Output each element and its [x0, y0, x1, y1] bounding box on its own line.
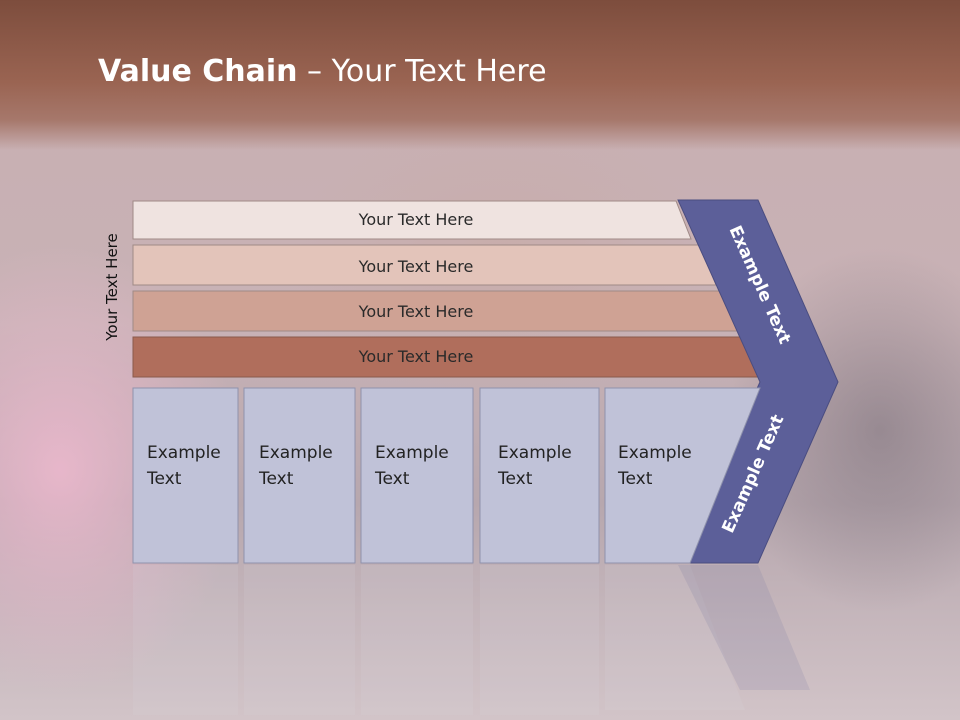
- activity-4-line1: Example: [498, 443, 572, 463]
- margin-chevron: [677, 199, 839, 564]
- reflection-box-3: [361, 565, 473, 715]
- activity-box-1: [132, 387, 239, 564]
- slide-title: Value Chain – Your Text Here: [98, 54, 547, 89]
- reflection-box-2: [244, 565, 355, 715]
- activity-1-line2: Text: [146, 469, 182, 489]
- title-bar: [0, 0, 960, 150]
- activity-1-line1: Example: [147, 443, 221, 463]
- band-1: [132, 200, 692, 240]
- slide-title-bold: Value Chain: [98, 54, 298, 89]
- band-2-label: Your Text Here: [358, 257, 474, 276]
- band-1-label: Your Text Here: [358, 210, 474, 229]
- band-3-label: Your Text Here: [358, 302, 474, 321]
- activity-5-line2: Text: [617, 469, 653, 489]
- reflection-box-1: [133, 565, 238, 715]
- activity-4-line2: Text: [497, 469, 533, 489]
- reflection-box-5: [605, 565, 745, 710]
- primary-activities: Example Text Example Text Example Text E…: [132, 387, 761, 564]
- support-bands: Your Text Here Your Text Here Your Text …: [132, 200, 764, 378]
- reflection-chevron: [678, 565, 810, 690]
- slide-title-rest: – Your Text Here: [297, 54, 547, 89]
- activity-2-line2: Text: [258, 469, 294, 489]
- reflection-box-4: [480, 565, 599, 715]
- diagram-reflection: [133, 565, 810, 715]
- activity-box-5: [604, 387, 761, 564]
- activity-box-4: [479, 387, 600, 564]
- activity-box-3: [360, 387, 474, 564]
- activity-3-line2: Text: [374, 469, 410, 489]
- activity-5-line1: Example: [618, 443, 692, 463]
- band-4-label: Your Text Here: [358, 347, 474, 366]
- activity-2-line1: Example: [259, 443, 333, 463]
- activity-box-2: [243, 387, 356, 564]
- activity-3-line1: Example: [375, 443, 449, 463]
